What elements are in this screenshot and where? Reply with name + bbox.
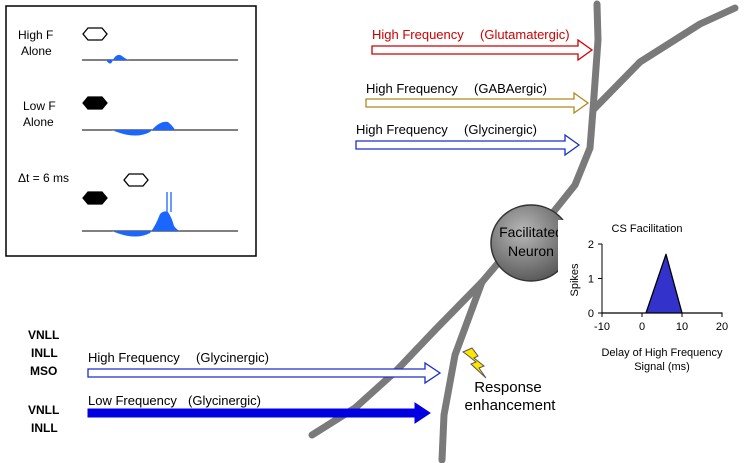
source-group-2: VNLL INLL	[28, 403, 59, 435]
source-vnll-1: VNLL	[28, 328, 59, 342]
hexagon-low-f-paired-icon	[82, 191, 108, 205]
input-high-f-bottom-label: High Frequency	[88, 350, 180, 365]
arrow-gabaergic	[365, 91, 590, 115]
neuron-label-line1: Facilitated	[499, 224, 563, 240]
input-glutamatergic-label: High Frequency	[372, 27, 464, 42]
upper-right-branch	[589, 4, 739, 114]
chart-x-tick-label: -10	[594, 321, 610, 333]
chart-x-tick-label: 10	[676, 321, 688, 333]
response-label-line2: enhancement	[465, 397, 557, 414]
chart-ylabel: Spikes	[569, 263, 581, 297]
hexagon-high-f-delayed-icon	[123, 173, 149, 187]
chart-xlabel-line1: Delay of High Frequency	[601, 347, 723, 359]
neuron-label-line2: Neuron	[508, 243, 554, 259]
hexagon-high-f-icon	[82, 27, 108, 41]
input-glycinergic-top: High Frequency (Glycinergic)	[355, 122, 581, 157]
input-high-f-glycinergic-bottom: High Frequency (Glycinergic)	[87, 350, 442, 385]
chart-x-tick-label: 0	[639, 321, 645, 333]
chart-y-tick-label: 2	[588, 239, 594, 251]
input-glycinergic-top-label: High Frequency	[356, 122, 448, 137]
input-gabaergic-label: High Frequency	[366, 81, 458, 96]
source-mso: MSO	[30, 364, 57, 378]
inset-row2-line1: Low F	[23, 99, 56, 113]
response-high-f	[106, 54, 130, 64]
chart-xlabel-line2: Signal (ms)	[634, 361, 690, 373]
chart-y-tick-label: 0	[588, 308, 594, 320]
arrow-glutamatergic	[371, 38, 594, 62]
source-group-1: VNLL INLL MSO	[28, 328, 59, 378]
response-paired	[112, 211, 180, 237]
chart-title: CS Facilitation	[612, 223, 683, 235]
chart-background	[558, 220, 736, 380]
inset-row3-label: Δt = 6 ms	[18, 171, 69, 185]
source-inll-2: INLL	[31, 421, 58, 435]
input-low-f-glycinergic: Low Frequency (Glycinergic)	[87, 393, 431, 424]
source-inll-1: INLL	[31, 346, 58, 360]
inset-panel	[5, 5, 257, 257]
input-gabaergic-type: (GABAergic)	[474, 81, 547, 96]
arrow-glycinergic-top	[355, 133, 581, 157]
inset-row1-line2: Alone	[21, 44, 52, 58]
input-high-f-bottom-type: (Glycinergic)	[196, 350, 269, 365]
lightning-bolt-icon	[461, 347, 487, 379]
arrow-high-f-glycinergic-bottom	[87, 361, 442, 385]
chart-x-tick-label: 20	[716, 321, 728, 333]
input-low-f-type: (Glycinergic)	[188, 393, 261, 408]
input-glutamatergic-type: (Glutamatergic)	[480, 27, 570, 42]
inset-row1-line1: High F	[18, 28, 53, 42]
arrow-low-f-glycinergic	[87, 402, 431, 424]
source-vnll-2: VNLL	[28, 403, 59, 417]
hexagon-low-f-icon	[82, 96, 108, 110]
input-low-f-label: Low Frequency	[88, 393, 177, 408]
input-gabaergic: High Frequency (GABAergic)	[365, 81, 590, 115]
input-glutamatergic: High Frequency (Glutamatergic)	[371, 27, 594, 62]
inset-row2-line2: Alone	[23, 115, 54, 129]
response-label-line1: Response	[474, 379, 542, 396]
cs-facilitation-chart: CS Facilitation Spikes Delay of High Fre…	[558, 220, 736, 380]
input-glycinergic-top-type: (Glycinergic)	[464, 122, 537, 137]
response-low-f	[112, 121, 175, 136]
chart-y-tick-label: 1	[588, 274, 594, 286]
